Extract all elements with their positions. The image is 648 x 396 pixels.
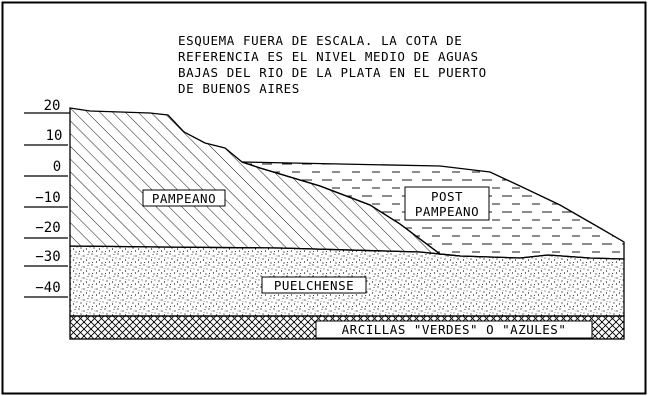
scale-tick-0: 0	[53, 159, 61, 175]
note-line-3: BAJAS DEL RIO DE LA PLATA EN EL PUERTO	[178, 65, 487, 80]
pampeano-label: PAMPEANO	[152, 191, 216, 206]
arcillas-label: ARCILLAS "VERDES" O "AZULES"	[342, 322, 567, 337]
post-pampeano-label-line-2: PAMPEANO	[415, 204, 479, 219]
scale-tick-neg10: −10	[35, 190, 60, 206]
scale-tick-20: 20	[44, 98, 61, 114]
scale-tick-neg40: −40	[35, 280, 60, 296]
scale-tick-10: 10	[46, 128, 63, 144]
post-pampeano-label-box	[404, 186, 490, 221]
pampeano-label-box	[142, 189, 226, 207]
pampeano-layer	[69, 107, 461, 257]
scale-tick-neg30: −30	[35, 249, 60, 265]
scale-note: ESQUEMA FUERA DE ESCALA. LA COTA DE REFE…	[178, 33, 487, 96]
puelchense-label-box	[261, 276, 367, 294]
note-line-1: ESQUEMA FUERA DE ESCALA. LA COTA DE	[178, 33, 462, 48]
scale-tick-neg20: −20	[35, 220, 60, 236]
post-pampeano-label-line-1: POST	[431, 189, 463, 204]
stratum-labels: PAMPEANO POST PAMPEANO PUELCHENSE ARCILL…	[142, 186, 593, 339]
arcillas-label-box	[315, 320, 593, 339]
note-line-4: DE BUENOS AIRES	[178, 81, 300, 96]
elevation-scale: 20 10 0 −10 −20 −30 −40	[24, 98, 70, 298]
puelchense-label: PUELCHENSE	[274, 278, 354, 293]
note-line-2: REFERENCIA ES EL NIVEL MEDIO DE AGUAS	[178, 49, 479, 64]
